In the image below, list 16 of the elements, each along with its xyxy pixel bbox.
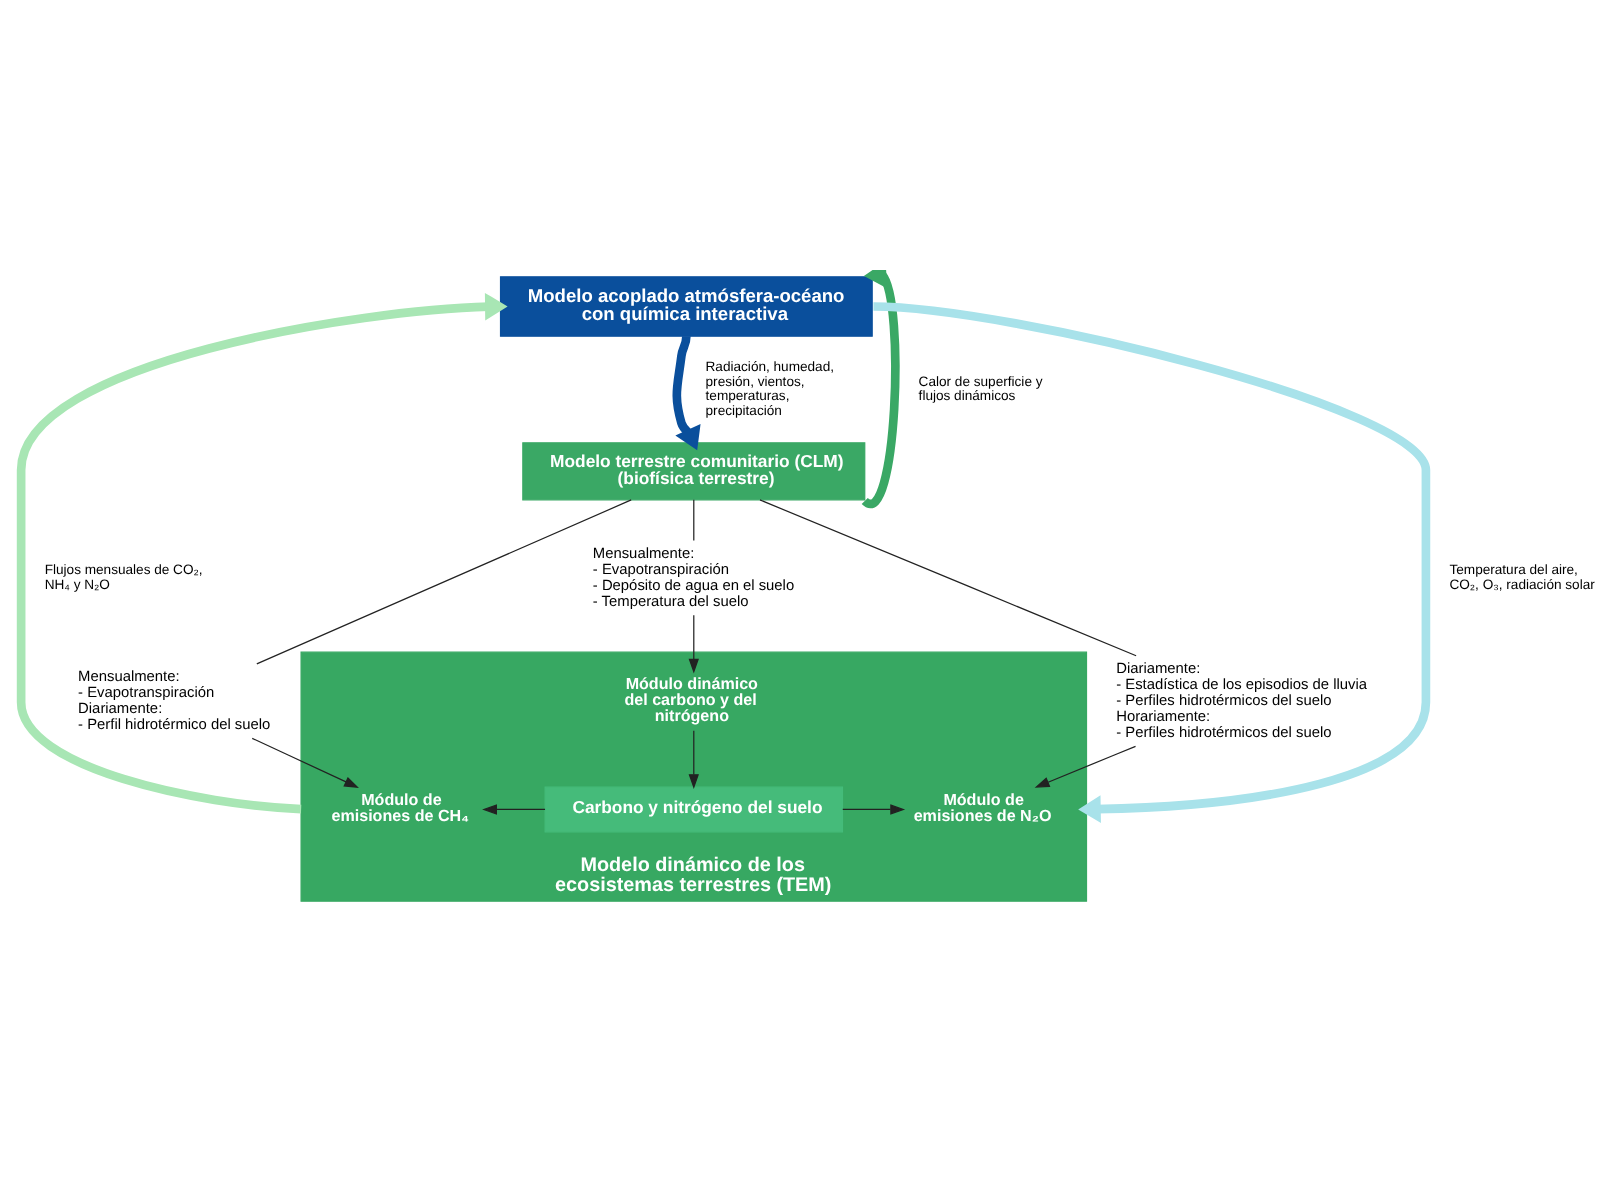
node-box: Modelo acoplado atmósfera-océano con química interactiva — [499, 275, 873, 336]
node-box: Modelo terrestre comunitario (CLM) (biofísica terrestre) — [522, 441, 866, 500]
arrow — [1034, 744, 1137, 787]
arrow — [863, 269, 900, 507]
connector — [693, 498, 695, 541]
arrow — [688, 613, 699, 673]
arrow — [688, 729, 699, 789]
arrow — [251, 736, 359, 787]
connector — [256, 498, 632, 664]
arrow — [482, 803, 546, 814]
node-box: Carbono y nitrógeno del suelo — [544, 785, 844, 832]
arrow — [873, 301, 1431, 822]
connector — [759, 498, 1137, 656]
arrow — [842, 803, 906, 814]
arrow — [672, 335, 701, 450]
arrow — [16, 291, 508, 813]
